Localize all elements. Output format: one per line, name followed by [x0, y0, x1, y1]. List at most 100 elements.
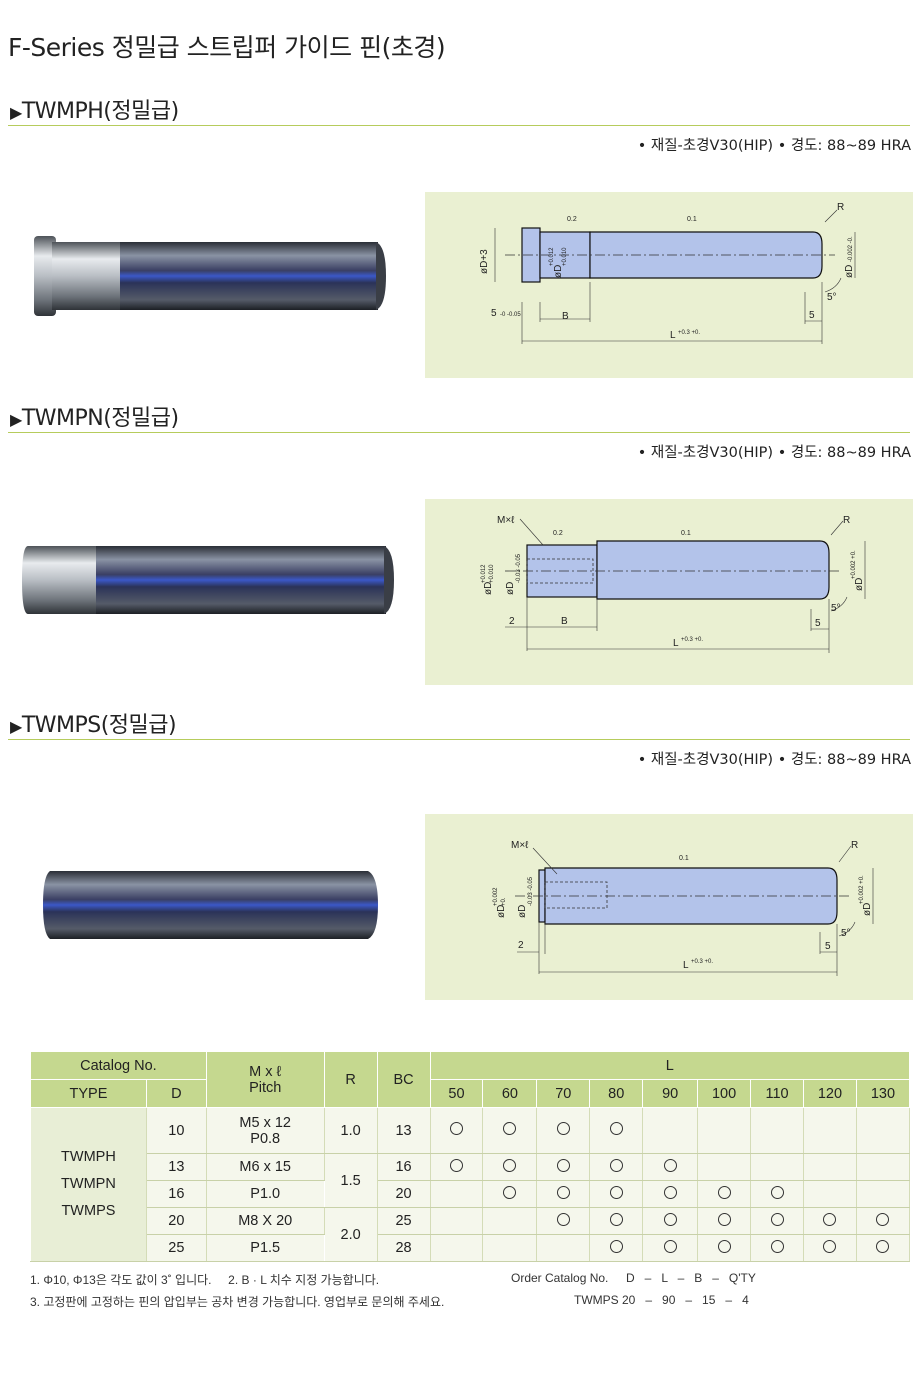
svg-text:5: 5: [491, 308, 497, 319]
pin-photo-twmpn: [20, 544, 398, 616]
availability-cell: [589, 1153, 644, 1181]
header-l-70: 70: [536, 1079, 591, 1108]
svg-text:+0.002: +0.002: [493, 887, 499, 906]
available-circle-icon: [609, 1185, 623, 1199]
technical-drawing-twmpn: M×ℓ R 0.2 0.1 2 B 5 L +0.3 +0. 5° øD +0.…: [425, 499, 913, 685]
svg-text:B: B: [561, 616, 568, 627]
material-spec: • 재질-초경V30(HIP) • 경도: 88~89 HRA: [637, 445, 911, 461]
svg-text:0.2: 0.2: [567, 216, 577, 223]
svg-text:L: L: [670, 330, 676, 341]
svg-text:R: R: [843, 515, 850, 526]
availability-cell: [589, 1180, 644, 1208]
svg-text:R: R: [851, 840, 858, 851]
header-d: D: [145, 1079, 207, 1108]
availability-cell: [642, 1207, 699, 1235]
availability-cell: [802, 1207, 857, 1235]
availability-cell: [750, 1234, 804, 1262]
availability-cell: [697, 1180, 752, 1208]
available-circle-icon: [823, 1212, 837, 1226]
svg-text:-0.03 -0.05: -0.03 -0.05: [528, 876, 534, 906]
available-circle-icon: [663, 1185, 677, 1199]
available-circle-icon: [876, 1239, 890, 1253]
svg-text:0.2: 0.2: [553, 530, 563, 537]
label-r: R: [837, 202, 844, 213]
header-l-100: 100: [697, 1079, 752, 1108]
section-title-twmph: ▶TWMPH(정밀급): [10, 99, 179, 124]
availability-cell: [697, 1107, 752, 1154]
available-circle-icon: [717, 1185, 731, 1199]
availability-cell: [750, 1153, 804, 1181]
header-type: TYPE: [30, 1079, 147, 1108]
availability-cell: [855, 1107, 911, 1154]
svg-text:+0.010: +0.010: [562, 247, 568, 266]
header-r: R: [323, 1051, 378, 1108]
technical-drawing-twmps: M×ℓ R 0.1 2 5 L +0.3 +0. 5° øD +0.002 +0…: [425, 814, 913, 1000]
availability-cell: [802, 1107, 857, 1154]
svg-text:øD: øD: [505, 582, 516, 595]
svg-text:øD: øD: [496, 905, 507, 918]
note-3: 3. 고정판에 고정하는 핀의 압입부는 공차 변경 가능합니다. 영업부로 문…: [30, 1295, 445, 1309]
section-divider: [8, 125, 910, 126]
availability-cell: [855, 1153, 911, 1181]
available-circle-icon: [449, 1122, 463, 1135]
available-circle-icon: [770, 1185, 784, 1199]
availability-cell: [536, 1180, 591, 1208]
svg-text:øD: øD: [483, 582, 494, 595]
svg-text:-0 -0.05: -0 -0.05: [500, 312, 521, 318]
availability-cell: [750, 1180, 804, 1208]
table-row: 25 P1.5 28: [31, 1234, 911, 1262]
availability-cell: [750, 1207, 804, 1235]
header-bc: BC: [376, 1051, 431, 1108]
available-circle-icon: [503, 1122, 517, 1135]
available-circle-icon: [663, 1212, 677, 1226]
svg-text:øD: øD: [553, 265, 564, 278]
header-l-90: 90: [642, 1079, 699, 1108]
triangle-bullet-icon: ▶: [10, 717, 22, 736]
svg-text:0.1: 0.1: [687, 216, 697, 223]
availability-cell: [482, 1153, 538, 1181]
availability-cell: [536, 1234, 591, 1262]
table-row: 16 P1.0 20: [31, 1180, 911, 1208]
section-title-twmpn: ▶TWMPN(정밀급): [10, 406, 179, 431]
header-l-50: 50: [429, 1079, 484, 1108]
header-l-60: 60: [482, 1079, 538, 1108]
svg-text:5°: 5°: [831, 603, 841, 614]
availability-cell: [750, 1107, 804, 1154]
availability-cell: [855, 1180, 911, 1208]
svg-text:øD: øD: [862, 903, 873, 916]
svg-text:+0.3 +0.: +0.3 +0.: [681, 637, 703, 643]
svg-text:-0.03 -0.05: -0.03 -0.05: [516, 553, 522, 583]
available-circle-icon: [609, 1212, 623, 1226]
available-circle-icon: [556, 1185, 570, 1199]
triangle-bullet-icon: ▶: [10, 410, 22, 429]
available-circle-icon: [876, 1212, 890, 1226]
svg-text:B: B: [562, 311, 569, 322]
triangle-bullet-icon: ▶: [10, 103, 22, 122]
available-circle-icon: [449, 1158, 463, 1172]
svg-text:0.1: 0.1: [679, 855, 689, 862]
availability-cell: [697, 1153, 752, 1181]
available-circle-icon: [503, 1158, 517, 1172]
svg-text:M×ℓ: M×ℓ: [511, 840, 529, 851]
availability-cell: [482, 1107, 538, 1154]
available-circle-icon: [609, 1122, 623, 1135]
section-title-twmps: ▶TWMPS(정밀급): [10, 713, 177, 738]
svg-text:+0.002 +0.: +0.002 +0.: [859, 875, 865, 904]
availability-cell: [482, 1180, 538, 1208]
order-format: D – L – B – Q'TY: [626, 1271, 756, 1285]
svg-text:5°: 5°: [827, 292, 837, 303]
note-1: 1. Φ10, Φ13은 각도 값이 3˚ 입니다. 2. B · L 치수 지…: [30, 1273, 380, 1287]
svg-text:+0.012: +0.012: [549, 247, 555, 266]
order-example: TWMPS 20 – 90 – 15 – 4: [574, 1293, 749, 1307]
availability-cell: [482, 1207, 538, 1235]
svg-text:øD: øD: [844, 265, 855, 278]
availability-cell: [589, 1234, 644, 1262]
pin-photo-twmps: [40, 868, 380, 942]
svg-text:øD: øD: [517, 905, 528, 918]
svg-text:5: 5: [815, 618, 821, 629]
table-row: 20 M8 X 20 2.0 25: [31, 1207, 911, 1262]
availability-cell: [855, 1207, 911, 1235]
